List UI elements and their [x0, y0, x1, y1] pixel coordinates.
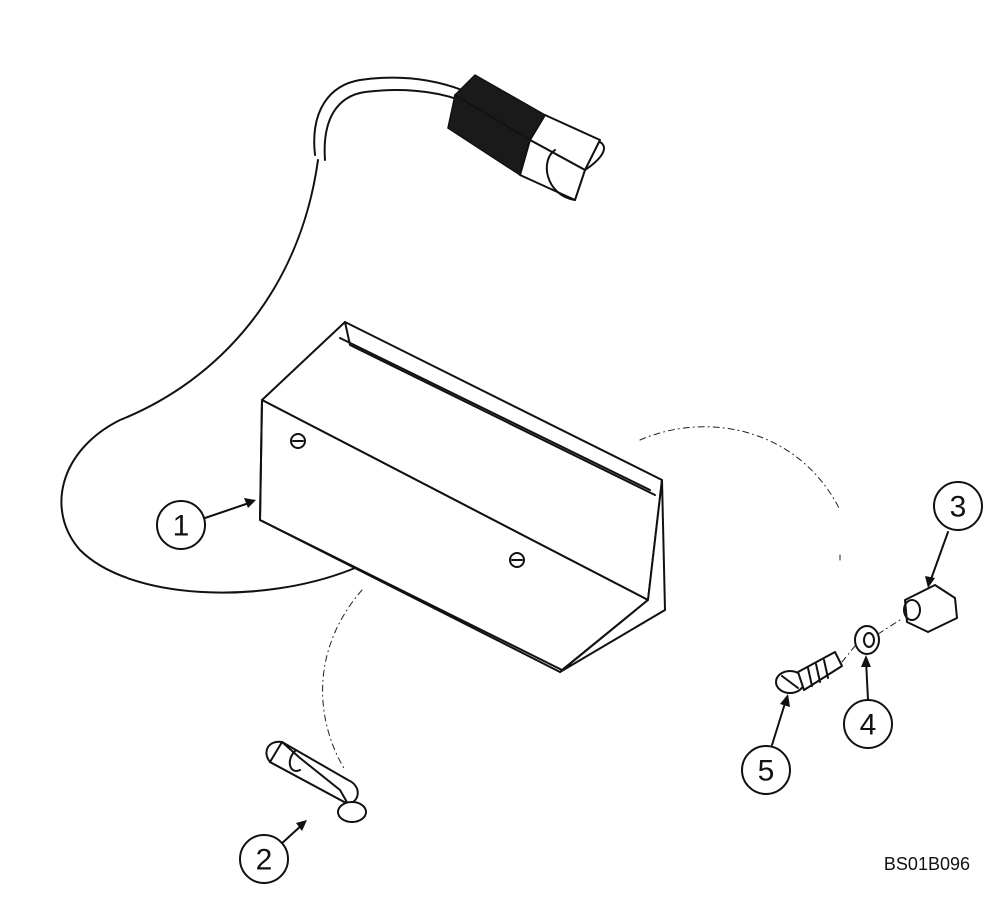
- callout-1-label: 1: [173, 510, 190, 543]
- callout-1: 1: [156, 500, 206, 550]
- lamp-assembly: [259, 321, 666, 673]
- callout-5: 5: [741, 745, 791, 795]
- bulb: [265, 740, 367, 823]
- callout-2: 2: [239, 834, 289, 884]
- reference-code: BS01B096: [884, 854, 970, 874]
- lock-washer: [854, 625, 880, 655]
- callout-4: 4: [843, 699, 893, 749]
- assembly-flow-lines: [322, 426, 901, 771]
- callout-3-label: 3: [950, 491, 967, 524]
- callout-5-label: 5: [758, 755, 775, 788]
- callout-3: 3: [933, 481, 983, 531]
- callout-4-label: 4: [860, 709, 877, 742]
- screw: [775, 651, 843, 694]
- wire-harness: [60, 76, 463, 594]
- callout-2-label: 2: [256, 844, 273, 877]
- electrical-connector: [447, 74, 605, 201]
- nut: [903, 584, 958, 633]
- leader-lines: [204, 498, 949, 846]
